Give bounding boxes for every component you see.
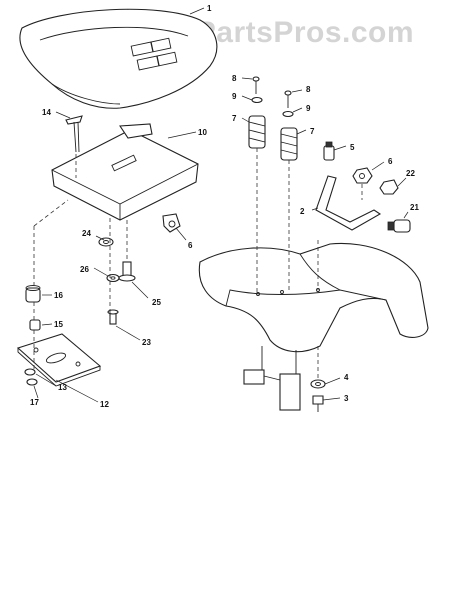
callout-5-right: 5	[350, 143, 355, 152]
washer-part-26[interactable]	[106, 273, 120, 283]
callout-24: 24	[82, 229, 91, 238]
stud-part-25[interactable]	[118, 261, 136, 282]
washer-part-24[interactable]	[98, 237, 114, 247]
bolt-part-23[interactable]	[107, 309, 119, 325]
callout-2: 2	[300, 207, 305, 216]
callout-22: 22	[406, 169, 415, 178]
callout-4: 4	[344, 373, 349, 382]
washer-part-9-left[interactable]	[251, 96, 263, 104]
callout-7-left: 7	[232, 114, 237, 123]
switch-part-21[interactable]	[387, 219, 411, 233]
bracket-part-2[interactable]	[315, 175, 382, 231]
callout-8-left: 8	[232, 74, 237, 83]
bolt-part-8-right[interactable]	[284, 90, 292, 108]
callout-8-right: 8	[306, 85, 311, 94]
spring-part-7-left[interactable]	[248, 115, 266, 149]
callout-14: 14	[42, 108, 51, 117]
spring-part-7-right[interactable]	[280, 127, 298, 161]
callout-10: 10	[198, 128, 207, 137]
callout-21: 21	[410, 203, 419, 212]
callout-1: 1	[207, 4, 212, 13]
nut-part-17[interactable]	[26, 378, 38, 386]
callout-6-right: 6	[388, 157, 393, 166]
knob-part-5[interactable]	[323, 141, 335, 161]
fender-frame	[198, 242, 429, 411]
assembly-lines	[33, 148, 363, 380]
seat-part[interactable]	[19, 8, 218, 109]
washer-part-13[interactable]	[24, 368, 36, 376]
bushing-part-16[interactable]	[25, 285, 41, 303]
callout-15: 15	[54, 320, 63, 329]
callout-9-right: 9	[306, 104, 311, 113]
washer-part-4[interactable]	[310, 379, 326, 389]
callout-3: 3	[344, 394, 349, 403]
nut-part-22[interactable]	[379, 179, 399, 195]
callout-6-left: 6	[188, 241, 193, 250]
callout-9-left: 9	[232, 92, 237, 101]
bolt-part-3[interactable]	[312, 395, 324, 412]
bolt-part-14[interactable]	[65, 115, 83, 153]
callout-labels: 1 2 3 4 5 5 6 6 7 7 8 8 9 9 10 12 13 14 …	[30, 4, 419, 409]
callout-26: 26	[80, 265, 89, 274]
washer-part-9-right[interactable]	[282, 110, 294, 118]
nut-part-6-right[interactable]	[352, 167, 373, 184]
callout-16: 16	[54, 291, 63, 300]
seat-pan-part-10[interactable]	[51, 123, 199, 221]
callout-13: 13	[58, 383, 67, 392]
callout-7-right: 7	[310, 127, 315, 136]
callout-23: 23	[142, 338, 151, 347]
plate-part-12[interactable]	[16, 333, 102, 387]
bolt-part-8-left[interactable]	[252, 76, 260, 94]
spacer-part-15[interactable]	[29, 319, 41, 331]
leader-lines	[33, 7, 409, 403]
callout-12: 12	[100, 400, 109, 409]
callout-17: 17	[30, 398, 39, 407]
callout-25: 25	[152, 298, 161, 307]
clip-part-6-left[interactable]	[162, 213, 181, 233]
